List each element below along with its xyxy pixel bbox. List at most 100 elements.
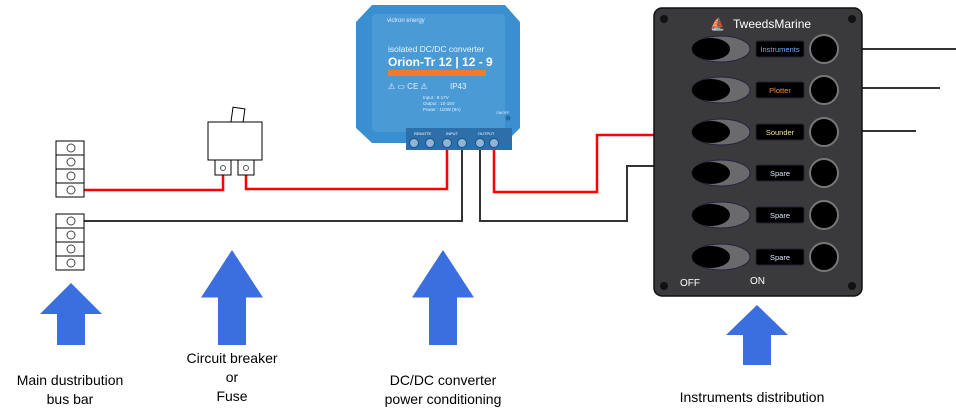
caption-line: Circuit breaker — [186, 350, 278, 366]
up-arrow-icon — [201, 250, 263, 345]
fuse-holder[interactable] — [809, 200, 839, 230]
switch-row[interactable]: Spare — [691, 242, 839, 272]
terminal-screw-icon — [66, 185, 76, 195]
panel-brand: TweedsMarine — [733, 17, 811, 31]
terminal-screw-icon — [475, 138, 485, 148]
switch-row[interactable]: Plotter — [691, 75, 839, 105]
spec-input: Input : 8-17V — [423, 95, 449, 100]
converter-model: Orion-Tr 12 | 12 - 9 — [388, 55, 493, 69]
busbar-terminal — [55, 213, 85, 229]
rocker-off-side — [692, 204, 730, 226]
terminal-screw-icon — [66, 157, 76, 167]
up-arrow-icon — [40, 283, 102, 345]
terminal-screw-icon — [489, 138, 499, 148]
up-arrow-icon — [412, 250, 474, 345]
fuse-holder[interactable] — [809, 117, 839, 147]
circuit-breaker — [207, 106, 263, 176]
fuse-holder[interactable] — [809, 75, 839, 105]
terminal-screw-icon — [425, 138, 435, 148]
rocker-off-side — [692, 79, 730, 101]
rocker-off-side — [692, 162, 730, 184]
pointer-arrows — [40, 250, 788, 365]
switch-label: Plotter — [769, 86, 791, 95]
terminal-screw-icon — [66, 216, 76, 226]
busbar-terminal — [55, 241, 85, 257]
busbar-terminal — [55, 140, 85, 156]
switch-panel: ⛵ TweedsMarine InstrumentsPlotterSounder… — [653, 7, 863, 297]
terminal-group-input: INPUT — [446, 131, 459, 136]
up-arrow-icon — [726, 305, 788, 365]
converter-orange-stripe — [388, 70, 486, 76]
wire-converter-to-panel-negative — [479, 143, 656, 222]
wire-busbar-to-breaker — [71, 168, 225, 192]
busbar-terminal — [55, 154, 85, 170]
fuse-holder[interactable] — [809, 158, 839, 188]
off-label: OFF — [680, 278, 700, 289]
switch-label: Instruments — [760, 45, 799, 54]
spec-output: Output : 10-15V — [423, 101, 455, 106]
terminal-screw-icon — [66, 230, 76, 240]
switch-row[interactable]: Instruments — [691, 34, 839, 64]
caption-breaker: Circuit breaker or Fuse — [132, 349, 332, 406]
terminal-screw-icon — [409, 138, 419, 148]
spec-power: Power : 110W (9A) — [423, 107, 461, 112]
on-off-switch[interactable] — [505, 115, 511, 121]
terminal-group-remote: REMOTE — [414, 131, 431, 136]
breaker-body — [207, 121, 263, 161]
certification-icons: ⚠ ▭ CE ⚠ — [388, 82, 428, 91]
wire-breaker-to-converter — [244, 143, 449, 191]
wire-busbar-to-converter-negative — [71, 143, 463, 222]
caption-line: power conditioning — [384, 391, 502, 407]
negative-wires — [71, 48, 956, 222]
switch-row[interactable]: Spare — [691, 200, 839, 230]
terminal-screw-icon — [457, 138, 467, 148]
rocker-off-side — [692, 121, 730, 143]
terminal-screws — [409, 138, 499, 148]
caption-busbar: Main dustribution bus bar — [0, 371, 170, 409]
rocker-off-side — [692, 38, 730, 60]
busbar-terminal — [55, 255, 85, 271]
rocker-off-side — [692, 246, 730, 268]
busbar-terminal — [55, 182, 85, 198]
switch-label-box — [755, 40, 805, 58]
terminal-screw-icon — [66, 258, 76, 268]
positive-wires — [71, 133, 656, 194]
switch-label: Spare — [770, 253, 790, 262]
dc-dc-converter: victron energy isolated DC/DC converter … — [356, 5, 520, 150]
caption-line: Fuse — [216, 388, 248, 404]
main-bus-bars — [55, 140, 85, 271]
terminal-screw-icon — [442, 138, 452, 148]
fuse-holder[interactable] — [809, 242, 839, 272]
switch-row[interactable]: Sounder — [691, 117, 839, 147]
switch-label: Sounder — [766, 128, 795, 137]
caption-line: Instruments distribution — [679, 389, 825, 405]
busbar-terminal — [55, 227, 85, 243]
breaker-toggle — [230, 106, 246, 125]
terminal-group-output: OUTPUT — [478, 131, 495, 136]
fuse-holder[interactable] — [809, 34, 839, 64]
caption-distribution: Instruments distribution — [652, 388, 852, 407]
converter-brand: victron energy — [387, 18, 425, 24]
terminal-screw-icon — [66, 171, 76, 181]
caption-line: DC/DC converter — [389, 372, 497, 388]
caption-converter: DC/DC converter power conditioning — [343, 371, 543, 409]
terminal-screw-icon — [66, 143, 76, 153]
caption-line: bus bar — [46, 391, 94, 407]
busbar-terminal — [55, 168, 85, 184]
terminal-screw-icon — [66, 244, 76, 254]
switch-label: Spare — [770, 211, 790, 220]
switch-label-box — [755, 164, 805, 182]
converter-rating: IP43 — [450, 82, 467, 91]
on-off-label: ON/OFF — [496, 111, 509, 115]
switch-row[interactable]: Spare — [691, 158, 839, 188]
on-label: ON — [750, 276, 765, 287]
switch-label-box — [755, 123, 805, 141]
caption-line: Main dustribution — [16, 372, 124, 388]
switch-label-box — [755, 248, 805, 266]
sailboat-logo-icon: ⛵ — [710, 17, 725, 31]
switch-label: Spare — [770, 169, 790, 178]
caption-line: or — [225, 369, 239, 385]
